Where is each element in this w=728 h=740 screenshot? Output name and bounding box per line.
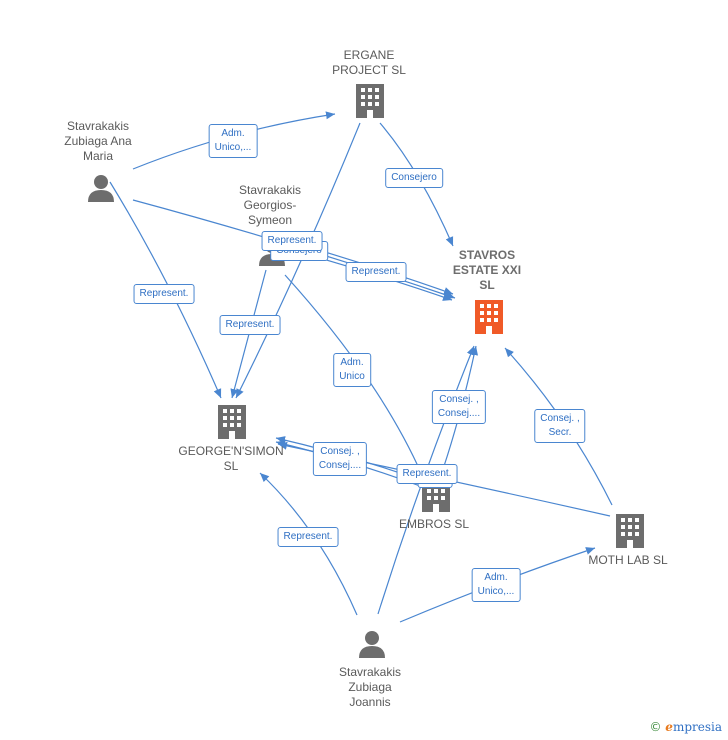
edge-label-mothlab-georgensimon[interactable]: Represent. (396, 464, 458, 484)
person-icon[interactable] (87, 174, 115, 202)
edge-label-ana-stavros[interactable]: Represent. (261, 231, 323, 251)
node-label-ana: Stavrakakis Zubiaga Ana Maria (64, 119, 132, 163)
edge-label-joannis-mothlab[interactable]: Adm. Unico,... (471, 568, 521, 602)
node-label-georgensimon: GEORGE'N'SIMON SL (178, 444, 284, 473)
node-label-joannis: Stavrakakis Zubiaga Joannis (338, 665, 402, 709)
edge-ergane-georgensimon (235, 122, 361, 399)
node-label-stavros: STAVROS ESTATE XXI SL (452, 248, 522, 292)
building-icon[interactable] (218, 405, 246, 439)
node-label-mothlab: MOTH LAB SL (588, 553, 668, 567)
node-label-georgios: Stavrakakis Georgios- Symeon (238, 183, 302, 227)
edge-label-embros-georgensimon[interactable]: Consej. , Consej.... (312, 442, 368, 476)
edge-label-ana-ergane[interactable]: Adm. Unico,... (208, 124, 258, 158)
copyright-icon: © (649, 720, 662, 734)
node-label-ergane: ERGANE PROJECT SL (332, 48, 406, 77)
brand-watermark: © empresia (649, 720, 722, 734)
edge-label-joannis-georgensimon[interactable]: Represent. (277, 527, 339, 547)
node-label-embros: EMBROS SL (398, 517, 470, 531)
brand-logo-letter: e (665, 720, 673, 734)
building-icon[interactable] (474, 300, 504, 334)
brand-name: mpresia (672, 720, 722, 734)
edge-label-ana-georgensimon[interactable]: Represent. (133, 284, 195, 304)
edge-label-georgios-georgensimon[interactable]: Represent. (219, 315, 281, 335)
building-icon[interactable] (616, 514, 644, 548)
edge-label-georgios-stavros-represent[interactable]: Represent. (345, 262, 407, 282)
building-icon[interactable] (356, 84, 384, 118)
edge-label-georgios-embros[interactable]: Adm. Unico (333, 353, 371, 387)
person-icon[interactable] (358, 630, 386, 658)
edge-label-ergane-stavros[interactable]: Consejero (385, 168, 443, 188)
edge-label-embros-stavros[interactable]: Consej. , Consej.... (431, 390, 487, 424)
edge-label-mothlab-stavros[interactable]: Consej. , Secr. (534, 409, 586, 443)
